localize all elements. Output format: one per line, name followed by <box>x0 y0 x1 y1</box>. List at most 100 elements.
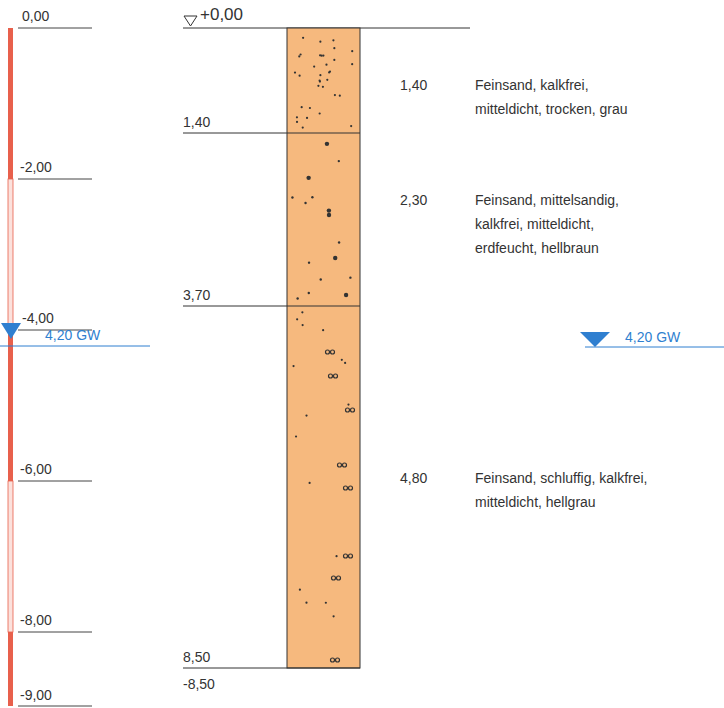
depth-scale <box>8 28 92 706</box>
sand-dot <box>344 293 348 297</box>
layer-description: Feinsand, mittelsandig, kalkfrei, mittel… <box>475 188 653 260</box>
groundwater-triangle <box>1 323 21 339</box>
depth-label: -4,00 <box>22 310 54 327</box>
silt-symbol <box>349 486 353 490</box>
scale-bar <box>8 632 13 706</box>
silt-symbol <box>351 408 355 412</box>
sand-dot <box>313 66 315 68</box>
sand-dot <box>326 79 328 81</box>
sand-dot <box>296 297 298 299</box>
depth-label: -6,00 <box>20 461 52 478</box>
scale-bar <box>8 28 13 179</box>
silt-symbol <box>338 463 342 467</box>
sand-dot <box>319 74 321 76</box>
silt-symbol <box>344 554 348 558</box>
silt-symbol <box>349 554 353 558</box>
silt-symbol <box>336 658 340 662</box>
sand-dot <box>344 362 346 364</box>
groundwater-label: 4,20 GW <box>625 329 680 346</box>
sand-dot <box>335 555 337 557</box>
silt-symbol <box>343 463 347 467</box>
sand-dot <box>296 318 298 320</box>
depth-label: 8,50 <box>183 649 210 666</box>
sand-dot <box>296 121 298 123</box>
sand-dot <box>302 37 304 39</box>
sand-dot <box>328 71 330 73</box>
depth-label: -2,00 <box>20 159 52 176</box>
groundwater-left <box>0 323 150 346</box>
groundwater-line <box>585 347 724 348</box>
sand-dot <box>301 106 303 108</box>
sand-dot <box>317 85 319 87</box>
sand-dot <box>338 160 340 162</box>
sand-dot <box>292 365 294 367</box>
silt-symbol <box>334 374 338 378</box>
depth-label: 3,70 <box>183 287 210 304</box>
sand-dot <box>308 261 310 263</box>
depth-label: 1,40 <box>183 114 210 131</box>
silt-symbol <box>332 576 336 580</box>
scale-tick <box>18 706 92 707</box>
sand-dot <box>339 95 341 97</box>
scale-tick <box>18 632 92 633</box>
sand-dot <box>341 359 343 361</box>
sand-dot <box>321 55 323 57</box>
sand-dot <box>306 176 310 180</box>
silt-symbol <box>331 350 335 354</box>
sand-dot <box>333 615 335 617</box>
level-triangle <box>184 16 197 26</box>
thickness-label: 2,30 <box>400 192 427 209</box>
silt-symbol <box>337 576 341 580</box>
sand-dot <box>308 292 310 294</box>
sand-dot <box>351 50 353 52</box>
sand-dot <box>338 241 340 243</box>
silt-symbol <box>346 408 350 412</box>
depth-label: -9,00 <box>20 687 52 704</box>
layer-boundary <box>183 668 360 669</box>
sand-dot <box>294 71 296 73</box>
sand-dot <box>305 602 307 604</box>
depth-label: -8,00 <box>20 612 52 629</box>
silt-symbol <box>326 350 330 354</box>
scale-tick <box>18 28 92 29</box>
scale-bar <box>8 179 13 330</box>
silt-symbol <box>344 486 348 490</box>
sand-dot <box>291 196 293 198</box>
sand-dot <box>304 202 306 204</box>
sand-dot <box>319 79 321 81</box>
groundwater-triangle <box>580 332 610 347</box>
soil-layer <box>287 28 360 133</box>
sand-dot <box>333 47 335 49</box>
sand-dot <box>351 63 353 65</box>
sand-dot <box>347 403 349 405</box>
silt-symbol <box>329 374 333 378</box>
sand-dot <box>299 589 301 591</box>
layer-description: Feinsand, kalkfrei, mitteldicht, trocken… <box>475 73 653 121</box>
sand-dot <box>334 94 336 96</box>
sand-dot <box>327 213 331 217</box>
layer-description: Feinsand, schluffig, kalkfrei, mitteldic… <box>475 466 713 514</box>
sand-dot <box>325 602 327 604</box>
sand-dot <box>322 329 324 331</box>
sand-dot <box>333 256 337 260</box>
sand-dot <box>332 39 334 41</box>
sand-dot <box>299 75 301 77</box>
sand-dot <box>299 53 301 55</box>
layer-boundary <box>183 133 360 134</box>
groundwater-line <box>0 346 150 347</box>
sand-dot <box>302 127 304 129</box>
sand-dot <box>298 55 300 57</box>
sand-dot <box>295 435 297 437</box>
sand-dot <box>305 415 307 417</box>
sand-dot <box>322 86 324 88</box>
soil-symbols <box>291 37 354 662</box>
scale-tick <box>18 481 92 482</box>
sand-dot <box>311 196 313 198</box>
scale-tick <box>18 179 92 180</box>
sand-dot <box>306 117 308 119</box>
sand-dot <box>301 311 303 313</box>
sand-dot <box>309 482 311 484</box>
sand-dot <box>319 112 321 114</box>
silt-symbol <box>331 658 335 662</box>
